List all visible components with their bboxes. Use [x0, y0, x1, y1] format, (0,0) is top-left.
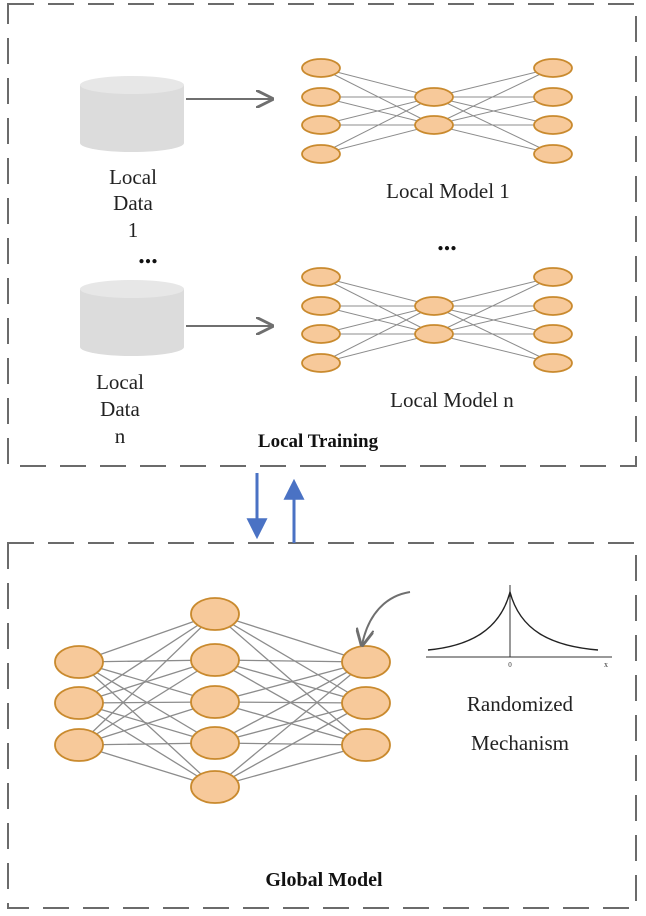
- network-edge: [214, 742, 367, 746]
- network-node: [54, 645, 104, 679]
- network-edge: [78, 613, 216, 663]
- network-edge: [214, 613, 367, 704]
- global-model-network: [54, 597, 391, 804]
- database-icon-n: [80, 280, 184, 356]
- network-edge: [320, 96, 435, 155]
- network-edge: [214, 661, 367, 703]
- network-edge: [433, 67, 554, 126]
- network-node: [414, 296, 454, 316]
- noise-distribution-plot: 0 x: [426, 585, 612, 669]
- network-edge: [214, 661, 367, 744]
- local-data-1-line-1: Local: [109, 165, 157, 189]
- network-node: [341, 728, 391, 762]
- local-data-n-line-1: Local: [96, 370, 144, 394]
- network-node: [533, 87, 573, 107]
- global-model-border: [7, 542, 637, 909]
- network-edge: [433, 67, 554, 98]
- mechanism-label-line-2: Mechanism: [471, 731, 569, 755]
- network-edge: [320, 305, 435, 335]
- network-node: [54, 686, 104, 720]
- local-training-border: [7, 3, 637, 467]
- network-node: [301, 144, 341, 164]
- network-node: [54, 728, 104, 762]
- network-edge: [78, 613, 216, 746]
- network-edge: [320, 124, 435, 155]
- network-edge: [433, 124, 554, 155]
- network-node: [301, 267, 341, 287]
- network-edge: [78, 659, 216, 704]
- network-node: [533, 115, 573, 135]
- local-model-ellipsis: ...: [437, 227, 457, 256]
- local-model-n-label: Local Model n: [390, 388, 514, 412]
- local-data-1-line-3: 1: [128, 218, 139, 242]
- network-edge: [78, 702, 216, 788]
- network-node: [190, 770, 240, 804]
- network-edge: [78, 661, 216, 788]
- network-node: [301, 115, 341, 135]
- network-node: [533, 58, 573, 78]
- network-edge: [320, 305, 435, 364]
- network-node: [301, 87, 341, 107]
- network-edge: [78, 613, 216, 704]
- network-edge: [214, 659, 367, 663]
- local-data-n-line-3: n: [115, 424, 126, 448]
- local-training-label: Local Training: [258, 431, 379, 452]
- network-node: [301, 296, 341, 316]
- network-edge: [320, 276, 435, 307]
- network-edge: [433, 305, 554, 335]
- network-edge: [320, 333, 435, 364]
- network-node: [301, 58, 341, 78]
- network-node: [533, 353, 573, 373]
- local-model-1-network: [301, 58, 573, 164]
- local-data-ellipsis: ...: [138, 240, 158, 269]
- network-node: [414, 87, 454, 107]
- network-node: [341, 645, 391, 679]
- plot-origin-label: 0: [508, 661, 512, 669]
- network-node: [533, 267, 573, 287]
- network-edge: [78, 701, 216, 746]
- network-node: [190, 726, 240, 760]
- network-node: [533, 144, 573, 164]
- network-node: [414, 115, 454, 135]
- network-node: [190, 643, 240, 677]
- network-edge: [214, 613, 367, 663]
- network-node: [341, 686, 391, 720]
- network-edge: [214, 702, 367, 744]
- noise-injection-arrow: [362, 591, 411, 645]
- local-data-n-line-2: Data: [100, 397, 140, 421]
- network-node: [533, 324, 573, 344]
- network-node: [190, 597, 240, 631]
- mechanism-label-line-1: Randomized: [467, 692, 574, 716]
- network-edge: [214, 661, 367, 788]
- network-node: [301, 324, 341, 344]
- plot-x-label: x: [604, 660, 608, 669]
- network-edge: [433, 96, 554, 126]
- network-node: [301, 353, 341, 373]
- network-edge: [433, 276, 554, 335]
- network-edge: [214, 613, 367, 746]
- network-edge: [433, 333, 554, 364]
- global-model-label: Global Model: [265, 869, 383, 891]
- network-edge: [214, 744, 367, 788]
- network-edge: [214, 702, 367, 788]
- network-edge: [78, 659, 216, 746]
- network-node: [414, 324, 454, 344]
- network-edge: [433, 276, 554, 307]
- network-edge: [320, 96, 435, 126]
- local-model-1-label: Local Model 1: [386, 179, 510, 203]
- local-model-n-network: [301, 267, 573, 373]
- network-edge: [320, 67, 435, 98]
- network-node: [190, 685, 240, 719]
- database-icon-1: [80, 76, 184, 152]
- network-node: [533, 296, 573, 316]
- local-data-1-line-2: Data: [113, 191, 153, 215]
